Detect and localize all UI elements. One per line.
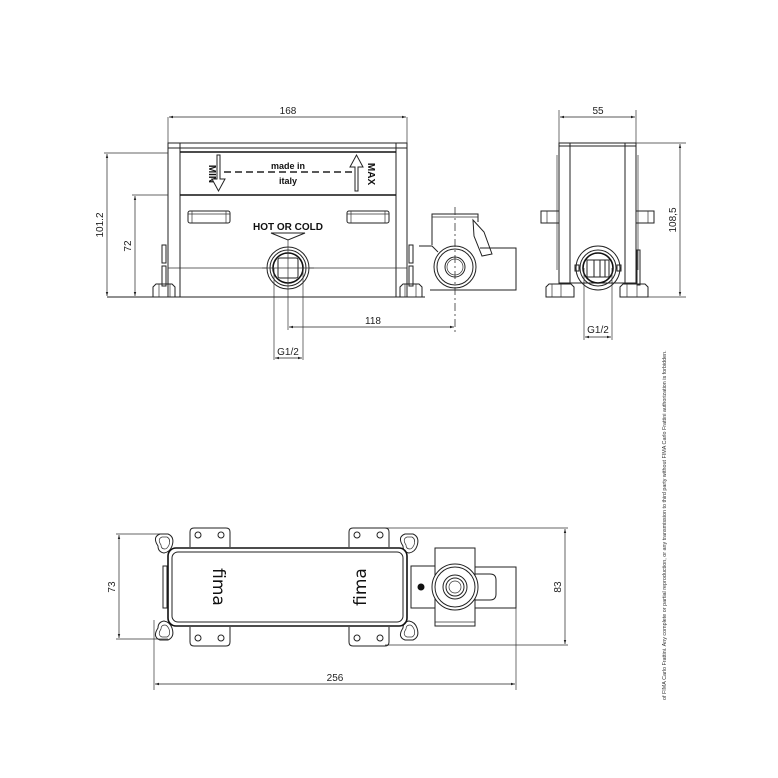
arrow-up-icon [349, 153, 364, 192]
top-view: 73 83 256 [107, 527, 568, 690]
dim-73: 73 [107, 581, 118, 593]
front-view: 168 MIN made in italy MAX HOT OR COLD [95, 106, 517, 360]
arrow-down-icon [211, 154, 226, 193]
dim-thread-side: G1/2 [587, 325, 609, 336]
dim-108-5: 108,5 [668, 207, 679, 232]
legal-notice: of FIMA Carlo Frattini. Any complete or … [662, 350, 668, 700]
label-hot-or-cold: HOT OR COLD [253, 222, 323, 233]
dim-83: 83 [553, 581, 564, 593]
side-view: 55 108,5 [540, 106, 686, 340]
dim-55: 55 [592, 106, 604, 117]
label-made-in: made in [271, 161, 305, 171]
brand-logo-left: fima [208, 568, 228, 606]
dim-168: 168 [280, 106, 297, 117]
label-min: MIN [206, 165, 217, 183]
label-max: MAX [365, 163, 376, 186]
label-italy: italy [279, 176, 297, 186]
dim-118: 118 [365, 316, 381, 327]
dim-72: 72 [123, 240, 134, 252]
dim-256: 256 [327, 673, 344, 684]
dim-101-2: 101.2 [95, 212, 106, 237]
brand-logo-right: fima [351, 568, 371, 606]
dim-thread-front: G1/2 [277, 347, 299, 358]
corner-ears [154, 533, 419, 641]
